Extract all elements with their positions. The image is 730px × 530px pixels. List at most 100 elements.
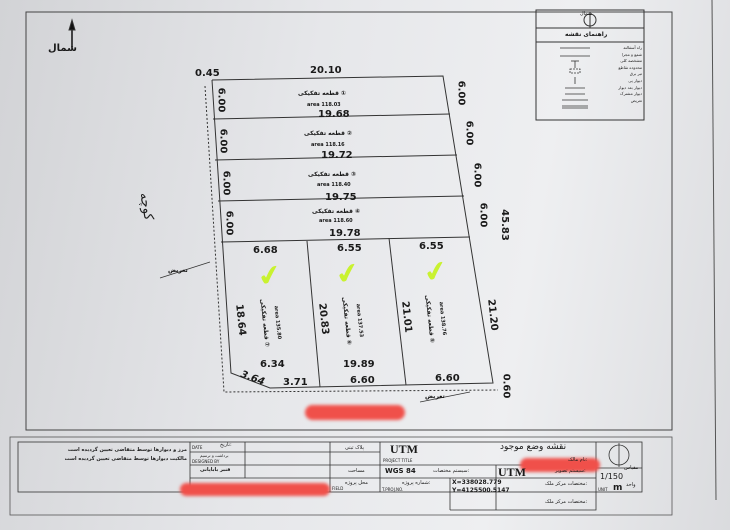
area-label: مساحت <box>348 468 365 474</box>
plot-3-area-label: area <box>317 182 330 188</box>
parcel-outline <box>211 75 494 389</box>
dim-w5: 6.55 <box>419 241 444 252</box>
dim-b7: 6.34 <box>260 359 285 370</box>
divider-6 <box>388 237 407 386</box>
dim-right-3: 6.00 <box>471 162 483 188</box>
dim-right-2: 6.00 <box>463 120 475 146</box>
dim-d4: 19.78 <box>329 228 361 239</box>
plot-2-name: قطعه تفکیکی ② <box>304 130 353 137</box>
widening-label-bottom: تعریض <box>425 393 445 400</box>
project-system: UTM <box>390 442 418 456</box>
center-y: Y=4125500.5147 <box>452 487 510 494</box>
dim-d1: 19.68 <box>318 109 350 120</box>
dim-d2: 19.72 <box>321 150 353 161</box>
location-label: محل پروژه <box>345 480 368 486</box>
legend-box <box>535 9 645 121</box>
plot-6-area-label: area <box>354 303 362 317</box>
legend-item: تعریض <box>630 97 642 103</box>
plot-2-area-label: area <box>311 142 324 148</box>
plot-5-area-label: area <box>437 301 445 315</box>
unit-value: m <box>613 483 623 493</box>
dim-right-4: 6.00 <box>477 202 489 228</box>
dim-d3: 19.75 <box>325 192 357 203</box>
legend-title: راهنمای نقشه <box>565 31 608 38</box>
projection-label: سیستم تصویر: <box>555 468 586 474</box>
dim-b6: 19.89 <box>343 359 375 370</box>
dim-h7: 18.64 <box>233 303 248 337</box>
boundary-dashed <box>204 85 499 393</box>
divider-5 <box>306 240 321 388</box>
dim-total-right: 45.83 <box>498 209 510 241</box>
scale-label: مقیاس <box>624 465 639 471</box>
divider-4 <box>220 236 471 243</box>
plot-7-area-label: area <box>272 305 280 319</box>
unit-label-en: UNIT <box>598 487 608 492</box>
dim-left-3: 6.00 <box>220 170 232 196</box>
dim-b5b: 6.60 <box>435 373 460 384</box>
redaction <box>520 458 600 472</box>
divider-3 <box>217 195 465 202</box>
plot-4-area: 118.60 <box>333 218 353 224</box>
dim-b6b: 6.60 <box>350 375 375 386</box>
plate-label: پلاک ثبتی <box>345 445 365 451</box>
projection: UTM <box>498 465 526 479</box>
date-label: تاریخ: <box>220 442 232 448</box>
plot-1-area: 118.03 <box>321 102 341 108</box>
plot-1-area-label: area <box>307 102 320 108</box>
dim-top-offset: 0.45 <box>195 68 220 79</box>
dim-h-right: 21.20 <box>485 298 500 332</box>
dim-b7b: 3.71 <box>283 377 308 388</box>
divider-2 <box>214 154 458 161</box>
dim-left-2: 6.00 <box>217 128 229 154</box>
dim-right-1: 6.00 <box>455 80 467 106</box>
coord-system: WGS 84 <box>385 467 416 475</box>
center-label: مختصات مرکز ملک: <box>545 481 588 487</box>
dim-w7: 6.68 <box>253 245 278 256</box>
designed-label: برداشت و ترسیم <box>200 453 229 458</box>
dim-h6: 20.83 <box>316 302 331 336</box>
project-no-label-en: T.PROJ.NO. <box>382 487 404 492</box>
unit-label: واحد <box>626 482 636 488</box>
redaction <box>180 483 330 496</box>
center-label-2: مختصات مرکز ملک: <box>545 499 588 505</box>
map-frame <box>25 11 673 431</box>
north-label: شمال <box>48 43 77 54</box>
designer-name: قنبر باباپانی <box>200 467 231 473</box>
note: مالکیت دیوارها توسط متقاضی تعیین گردیده … <box>64 456 187 462</box>
dim-left-4: 6.00 <box>223 210 235 236</box>
dim-w6: 6.55 <box>337 243 362 254</box>
project-title: نقشه وضع موجود <box>500 442 567 452</box>
coord-system-label: سیستم مختصات: <box>433 468 470 474</box>
legend-item: دیوار پی <box>628 77 642 83</box>
page-edge <box>711 0 717 501</box>
widening-label-left: تعریض <box>168 267 188 274</box>
field-label-en: FIELD <box>332 486 344 491</box>
designed-label-en: DESIGNED BY <box>192 459 220 464</box>
owner-label: نام مالک: <box>568 457 588 463</box>
plot-2-area: 118.16 <box>325 142 345 148</box>
project-title-en: PROJECT TITLE <box>383 458 413 463</box>
plot-4-name: قطعه تفکیکی ④ <box>312 208 361 215</box>
dim-top: 20.10 <box>310 65 342 76</box>
legend-item: تیر برق <box>629 71 642 77</box>
date-label-en: DATE <box>192 445 203 450</box>
redaction <box>305 405 405 420</box>
plot-3-name: قطعه تفکیکی ③ <box>308 171 357 178</box>
plot-4-area-label: area <box>319 218 332 224</box>
center-x: X=338028.779 <box>452 479 502 486</box>
legend-items: راه آسفالته شمع و مجرا مشخصه کلی محدوده … <box>600 45 642 104</box>
legend-item: مشخصه کلی <box>620 58 642 64</box>
legend-item: راه آسفالته <box>623 45 642 50</box>
dim-bottom-offset: 0.60 <box>500 373 512 399</box>
legend-item: محدوده تقاطع <box>618 64 642 70</box>
legend-item: شمع و مجرا <box>621 51 642 57</box>
legend-item: دیوار بعد دیوار <box>618 84 642 90</box>
plot-1-name: قطعه تفکیکی ① <box>298 90 347 97</box>
notes: مرز و دیوارها توسط متقاضی تعیین گردیده ا… <box>22 446 187 464</box>
dim-h5: 21.01 <box>399 300 414 334</box>
dim-left-1: 6.00 <box>215 87 227 113</box>
plot-3-area: 118.40 <box>331 182 351 188</box>
scale-value: 1/150 <box>600 472 624 481</box>
legend-north-label: شمال <box>580 11 593 17</box>
